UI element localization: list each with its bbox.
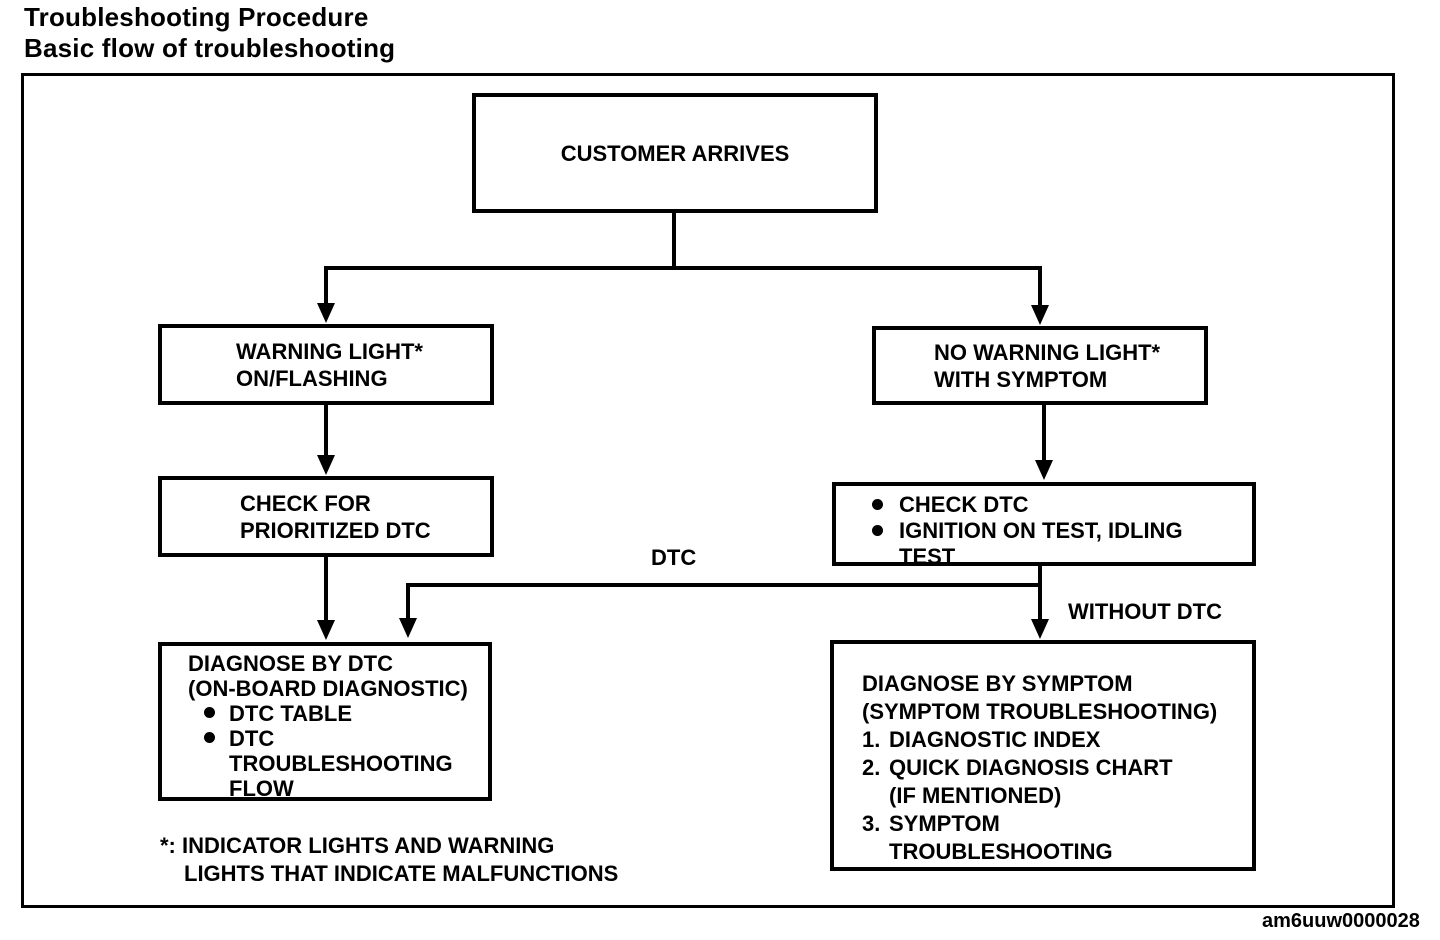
list-item: DTC TROUBLESHOOTING FLOW (202, 726, 486, 801)
branch-label-without-dtc: WITHOUT DTC (1068, 599, 1222, 624)
connector-check-to-diagnose-dtc (324, 556, 328, 622)
footnote-line-1: *: INDICATOR LIGHTS AND WARNING (160, 833, 555, 858)
connector-to-no-warning-light (1038, 266, 1042, 307)
connector-to-warning-light (324, 266, 328, 305)
footnote-line-2: LIGHTS THAT INDICATE MALFUNCTIONS (184, 861, 619, 886)
node-customer-arrives: CUSTOMER ARRIVES (472, 93, 878, 213)
bullet-icon (204, 732, 215, 743)
diagnose-by-dtc-bullet-2-line-1: DTC (229, 726, 275, 751)
diagnose-by-symptom-line-2: (SYMPTOM TROUBLESHOOTING) (862, 699, 1218, 724)
connector-branch-horizontal (324, 266, 1042, 270)
check-dtc-bullet-2-line-1: IGNITION ON TEST, IDLING (899, 518, 1183, 543)
diagnose-by-symptom-item-3-line-2: TROUBLESHOOTING (889, 839, 1113, 864)
diagnose-by-dtc-line-2: (ON-BOARD DIAGNOSTIC) (188, 676, 468, 701)
node-no-warning-light-line-1: NO WARNING LIGHT* (934, 339, 1161, 365)
item-number: 3. (862, 811, 881, 836)
connector-dtc-horizontal (406, 583, 1042, 587)
title-line-1: Troubleshooting Procedure (24, 2, 369, 32)
node-check-dtc: CHECK DTC IGNITION ON TEST, IDLING TEST (832, 482, 1256, 569)
list-item: DTC TABLE (202, 701, 486, 726)
item-number: 1. (862, 727, 881, 752)
node-no-warning-light-line-2: WITH SYMPTOM (934, 366, 1108, 392)
bullet-icon (872, 499, 883, 510)
diagnose-by-symptom-item-2-line-1: QUICK DIAGNOSIS CHART (889, 755, 1173, 780)
diagnose-by-dtc-line-1: DIAGNOSE BY DTC (188, 651, 393, 676)
connector-customer-stem (672, 211, 676, 270)
diagram-frame (21, 73, 1395, 908)
item-number: 2. (862, 755, 881, 780)
node-diagnose-by-dtc: DIAGNOSE BY DTC (ON-BOARD DIAGNOSTIC) DT… (158, 642, 492, 801)
check-dtc-bullet-2-line-2: TEST (899, 544, 956, 569)
list-item: 3. SYMPTOM TROUBLESHOOTING (862, 810, 1248, 866)
connector-warning-to-check (324, 404, 328, 457)
bullet-icon (204, 707, 215, 718)
diagnose-by-dtc-bullet-1: DTC TABLE (229, 701, 353, 726)
title-line-2: Basic flow of troubleshooting (24, 33, 396, 63)
diagnose-by-symptom-line-1: DIAGNOSE BY SYMPTOM (862, 671, 1133, 696)
arrow-down-icon (317, 455, 335, 475)
diagnose-by-dtc-bullet-2-line-2: TROUBLESHOOTING (229, 751, 453, 776)
connector-dtc-to-diagnose-dtc (406, 583, 410, 620)
arrow-down-icon (317, 303, 335, 323)
arrow-down-icon (399, 618, 417, 638)
diagnose-by-symptom-item-1: DIAGNOSTIC INDEX (889, 727, 1101, 752)
node-check-prioritized-dtc-line-1: CHECK FOR (240, 490, 371, 516)
figure-code: am6uuw0000028 (1262, 910, 1420, 932)
footnote: *: INDICATOR LIGHTS AND WARNING LIGHTS T… (160, 832, 618, 888)
arrow-down-icon (1031, 619, 1049, 639)
list-item: 2. QUICK DIAGNOSIS CHART (IF MENTIONED) (862, 754, 1248, 810)
arrow-down-icon (317, 620, 335, 640)
connector-nowarning-to-checkdtc (1042, 404, 1046, 462)
diagnose-by-symptom-item-2-line-2: (IF MENTIONED) (889, 783, 1062, 808)
list-item: 1. DIAGNOSTIC INDEX (862, 726, 1248, 754)
list-item: IGNITION ON TEST, IDLING TEST (870, 518, 1248, 570)
node-diagnose-by-symptom: DIAGNOSE BY SYMPTOM (SYMPTOM TROUBLESHOO… (830, 640, 1256, 871)
check-dtc-bullet-1: CHECK DTC (899, 492, 1029, 517)
diagnose-by-dtc-bullet-2-line-3: FLOW (229, 776, 294, 801)
node-warning-light-line-1: WARNING LIGHT* (236, 338, 423, 364)
node-warning-light: WARNING LIGHT* ON/FLASHING (158, 324, 494, 405)
list-item: CHECK DTC (870, 492, 1248, 518)
bullet-icon (872, 525, 883, 536)
diagnose-by-symptom-item-3-line-1: SYMPTOM (889, 811, 1000, 836)
arrow-down-icon (1031, 305, 1049, 325)
node-customer-arrives-label: CUSTOMER ARRIVES (560, 140, 790, 166)
page-title: Troubleshooting Procedure Basic flow of … (24, 2, 395, 64)
node-no-warning-light: NO WARNING LIGHT* WITH SYMPTOM (872, 326, 1208, 405)
branch-label-dtc: DTC (651, 545, 697, 570)
arrow-down-icon (1035, 460, 1053, 480)
connector-checkdtc-down (1038, 565, 1042, 621)
node-check-prioritized-dtc-line-2: PRIORITIZED DTC (240, 517, 431, 543)
node-warning-light-line-2: ON/FLASHING (236, 365, 388, 391)
node-check-prioritized-dtc: CHECK FOR PRIORITIZED DTC (158, 476, 494, 557)
